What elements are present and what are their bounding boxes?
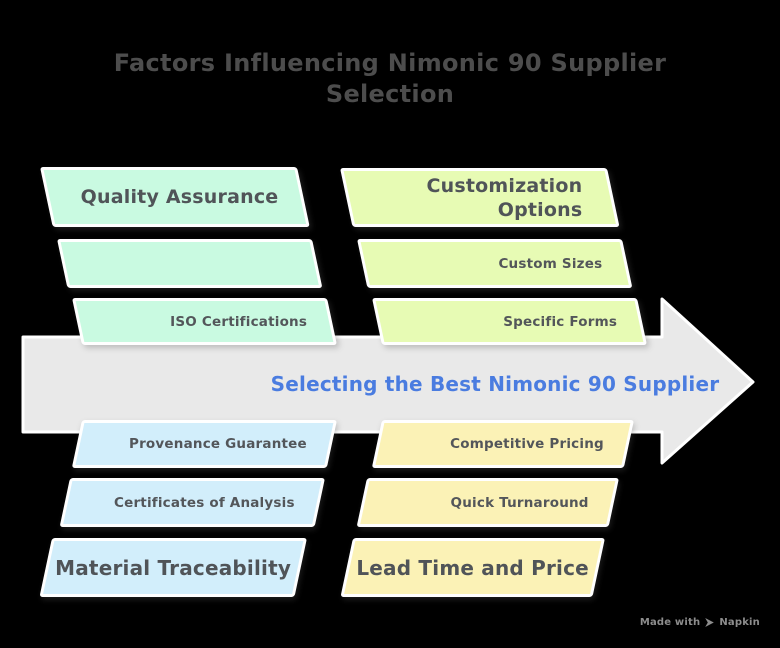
node-label: Competitive Pricing <box>450 436 604 452</box>
node-label: Quick Turnaround <box>450 494 589 511</box>
node-label: Quality Assurance <box>80 186 279 208</box>
node-label: ISO Certifications <box>170 313 307 330</box>
made-with-napkin-credit: Made with Napkin <box>640 617 760 628</box>
node-label: Certificates of Analysis <box>114 494 295 511</box>
diagram-title: Factors Influencing Nimonic 90 Supplier … <box>0 48 780 110</box>
node-custom-sizes: Custom Sizes <box>357 239 633 288</box>
node-label: Lead Time and Price <box>356 555 590 580</box>
node-quality-assurance: Quality Assurance <box>40 167 310 227</box>
diagram-title-line1: Factors Influencing Nimonic 90 Supplier <box>113 49 667 77</box>
diagram-title-line2: Selection <box>325 80 455 108</box>
node-label: Custom Sizes <box>498 255 603 272</box>
node-material-traceability: Material Traceability <box>39 538 307 597</box>
node-quick-turnaround: Quick Turnaround <box>356 478 619 527</box>
node-lead-time-and-price: Lead Time and Price <box>340 538 605 597</box>
node-label: Material Traceability <box>55 555 292 580</box>
node-label: Customization Options <box>426 174 583 221</box>
node-label: Specific Forms <box>503 313 617 330</box>
central-statement: Selecting the Best Nimonic 90 Supplier <box>270 372 720 396</box>
node-customization-options: Customization Options <box>340 168 620 227</box>
footer-prefix: Made with <box>639 617 701 628</box>
node-iso-certifications: ISO Certifications <box>72 298 337 345</box>
node-certificates-of-analysis: Certificates of Analysis <box>59 478 326 527</box>
node-quality-assurance-blank <box>57 239 323 288</box>
node-specific-forms: Specific Forms <box>372 298 647 345</box>
footer-brand: Napkin <box>719 617 760 628</box>
node-label: Provenance Guarantee <box>128 436 307 452</box>
napkin-logo-icon <box>705 618 715 627</box>
